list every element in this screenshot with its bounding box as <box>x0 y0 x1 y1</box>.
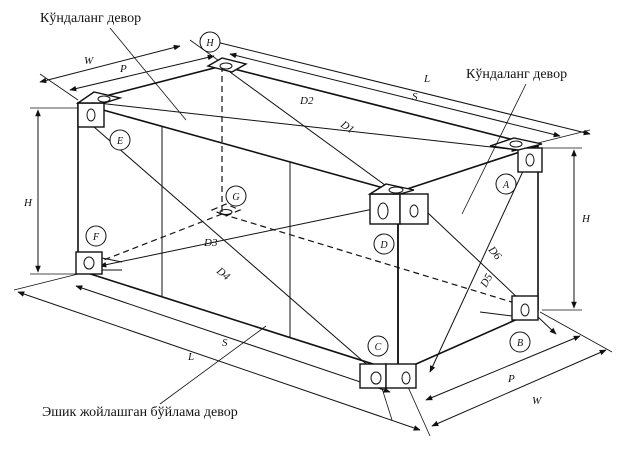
svg-text:B: B <box>517 338 523 349</box>
dim-p-bottom-line <box>425 335 581 401</box>
caption-top-right: Кўндаланг девор <box>466 67 567 82</box>
label-s-top: S <box>412 91 418 103</box>
corner-fitting-d <box>367 183 429 225</box>
ext-bottom-right <box>539 311 613 353</box>
corner-fitting-b <box>479 295 539 321</box>
corner-fitting-c <box>359 363 417 389</box>
label-h-right: H <box>581 213 591 225</box>
corner-fitting-a <box>489 137 543 173</box>
corner-label-a: A <box>495 173 517 195</box>
svg-text:E: E <box>116 136 123 147</box>
leader-top-right <box>461 83 527 215</box>
svg-text:F: F <box>92 232 100 243</box>
caption-bottom: Эшик жойлашган бўйлама девор <box>42 405 238 420</box>
dim-s-top-line <box>229 52 561 138</box>
corner-fittings <box>75 57 543 389</box>
label-l-bottom: L <box>187 351 194 363</box>
svg-text:A: A <box>502 180 510 191</box>
ext-bottom-left <box>13 273 79 291</box>
corner-fitting-h <box>206 57 248 73</box>
label-p-bottom: P <box>507 373 515 385</box>
svg-text:D: D <box>379 240 388 251</box>
corner-fitting-e <box>75 91 123 128</box>
diagonal-d3-line <box>99 206 379 268</box>
svg-text:G: G <box>232 192 239 203</box>
label-w-bottom: W <box>532 395 542 407</box>
label-p-top: P <box>119 63 127 75</box>
dim-w-top-line <box>39 44 181 84</box>
hidden-bottom-back-edge <box>221 213 539 311</box>
dimension-labels: W P L S H H S L P W <box>23 55 591 407</box>
svg-text:C: C <box>375 342 382 353</box>
corner-fitting-g <box>210 203 242 217</box>
ext-top-left <box>39 73 79 101</box>
label-w-top: W <box>84 55 94 67</box>
corner-label-d: D <box>373 233 395 255</box>
dim-p-top-line <box>69 54 215 92</box>
corner-labels: H E G F A D B C <box>85 31 531 357</box>
diagonal-d4-line <box>85 119 381 377</box>
corner-label-e: E <box>109 129 131 151</box>
corner-label-h: H <box>199 31 221 53</box>
container-body <box>77 65 539 374</box>
corner-label-g: G <box>225 185 247 207</box>
label-s-bottom: S <box>222 337 228 349</box>
label-d4: D4 <box>213 264 232 283</box>
corner-fitting-f <box>75 251 123 275</box>
label-d3: D3 <box>203 237 218 249</box>
caption-top-left: Кўндаланг девор <box>40 11 141 26</box>
leader-top-left <box>109 27 187 121</box>
svg-text:H: H <box>205 38 214 49</box>
leader-bottom <box>159 325 267 405</box>
dim-l-top-line <box>199 36 591 136</box>
corner-label-f: F <box>85 225 107 247</box>
label-l-top: L <box>423 73 430 85</box>
dim-w-bottom-line <box>431 349 607 427</box>
label-d1: D1 <box>337 118 356 136</box>
corner-label-c: C <box>367 335 389 357</box>
corner-label-b: B <box>509 331 531 353</box>
label-h-left: H <box>23 197 33 209</box>
dim-s-bottom-line <box>75 285 391 393</box>
captions: Кўндаланг девор Кўндаланг девор Эшик жой… <box>40 11 567 420</box>
label-d2: D2 <box>299 95 314 107</box>
